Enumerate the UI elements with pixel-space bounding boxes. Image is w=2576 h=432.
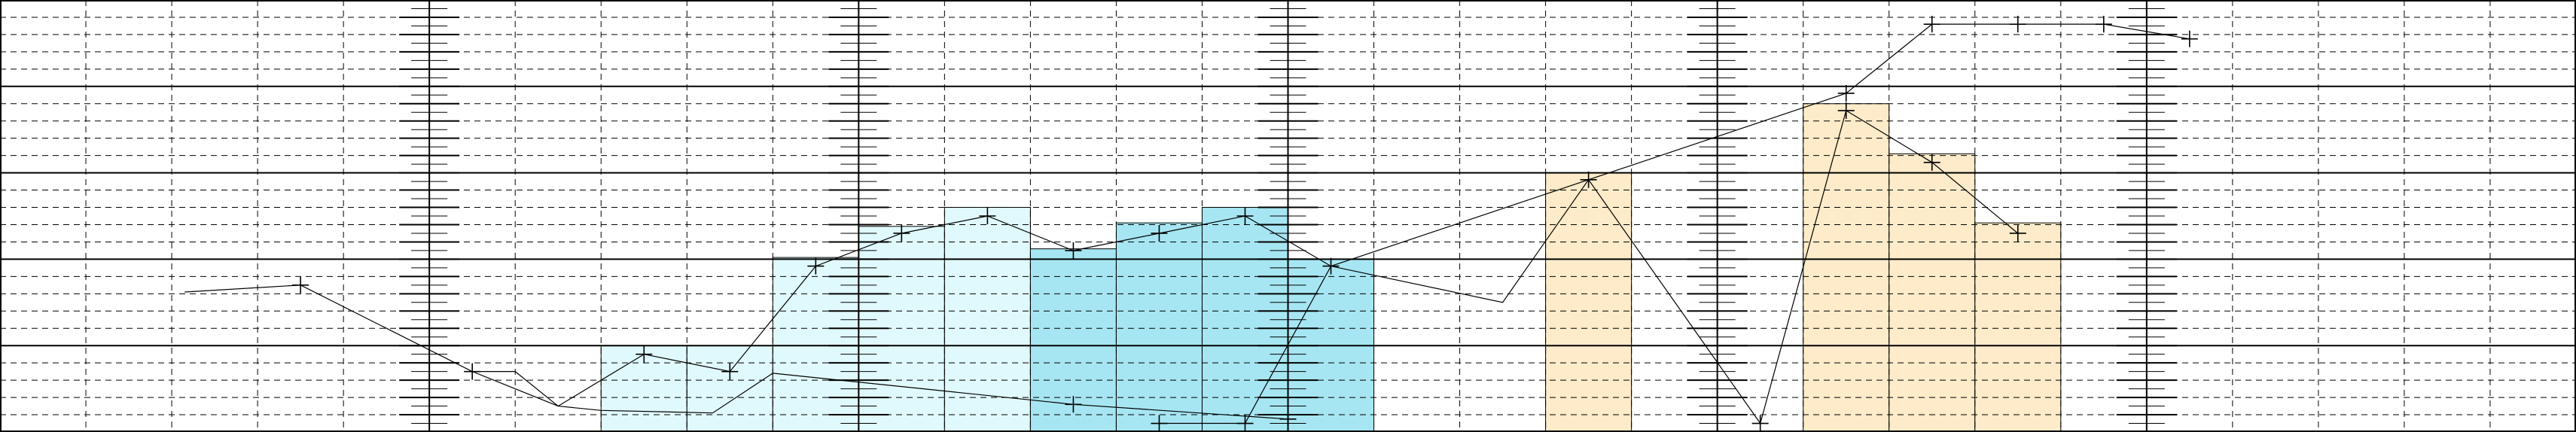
bar-peach-0 <box>1545 172 1632 432</box>
bar-light_cyan-1 <box>686 345 773 432</box>
marker-1-3 <box>893 224 910 242</box>
marker-1-10 <box>1751 415 1769 432</box>
marker-0-0 <box>292 276 309 294</box>
marker-1-11 <box>1837 102 1855 119</box>
marker-1-12 <box>1923 154 1940 171</box>
marker-1-13 <box>2009 224 2026 242</box>
bar-peach-3 <box>1974 222 2062 432</box>
marker-1-9 <box>1580 171 1597 188</box>
series-line-2 <box>1159 23 2190 424</box>
marker-1-0 <box>636 345 653 363</box>
marker-2-3 <box>1923 16 1940 33</box>
marker-2-5 <box>2095 16 2112 33</box>
marker-2-0 <box>1151 415 1168 432</box>
marker-1-7 <box>1236 208 1254 224</box>
bar-light_cyan-4 <box>944 207 1031 432</box>
bar-peach-2 <box>1889 153 1976 432</box>
marker-2-1 <box>1236 415 1254 432</box>
marker-1-6 <box>1151 224 1168 242</box>
markers-layer <box>292 16 2198 432</box>
bar-cyan-1 <box>1115 222 1203 432</box>
marker-1-4 <box>979 208 996 224</box>
bar-peach-1 <box>1803 103 1890 432</box>
marker-1-5 <box>1065 242 1082 259</box>
bar-light_cyan-2 <box>772 257 859 432</box>
marker-1-2 <box>807 257 825 275</box>
marker-2-6 <box>2181 30 2198 47</box>
marker-1-8 <box>1322 257 1340 275</box>
series-line-0 <box>184 284 1288 420</box>
bar-light_cyan-3 <box>858 226 945 432</box>
marker-0-2 <box>1065 396 1082 413</box>
ticks-layer <box>399 0 2177 432</box>
marker-2-2 <box>1837 84 1855 102</box>
marker-0-3 <box>1279 410 1297 427</box>
marker-2-4 <box>2009 16 2026 33</box>
marker-1-1 <box>721 363 739 380</box>
marker-0-1 <box>464 363 481 380</box>
